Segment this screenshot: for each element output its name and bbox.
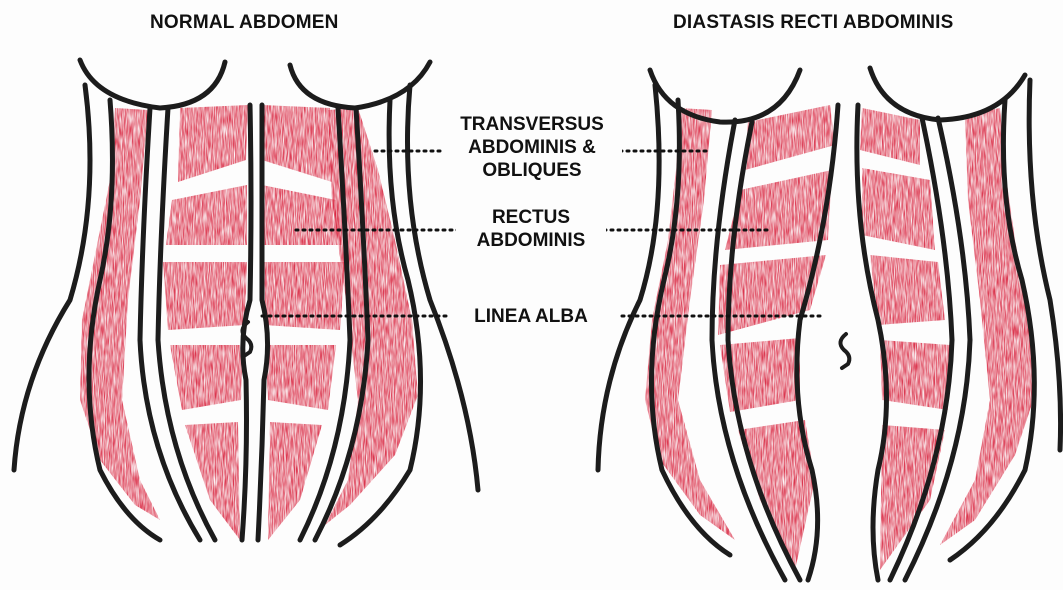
rectus-label-line-2: ABDOMINIS <box>456 229 606 252</box>
normal-rectus-left-band-2 <box>166 185 247 245</box>
normal-right-rectus-inner <box>258 105 268 540</box>
diastasis-title: DIASTASIS RECTI ABDOMINIS <box>673 12 954 34</box>
diastasis-navel-icon <box>840 334 849 368</box>
diastasis-rectus-right-band-4 <box>880 340 950 410</box>
normal-left-body-outline <box>14 85 90 470</box>
diastasis-rectus-right-band-1 <box>860 108 920 165</box>
normal-rectus-left-band-4 <box>170 345 243 410</box>
diastasis-rectus-left-band-3 <box>718 255 826 335</box>
normal-rectus-right-band-4 <box>266 345 336 410</box>
normal-abdomen-figure <box>14 60 478 545</box>
normal-ribcage-left-outline <box>80 60 225 108</box>
normal-rectus-right-band-1 <box>262 105 332 182</box>
diastasis-ribcage-left-outline <box>650 70 800 122</box>
rectus-label-line-1: RECTUS <box>456 206 606 229</box>
diastasis-figure <box>598 68 1061 580</box>
diastasis-rectus-right-band-3 <box>870 255 945 325</box>
transversus-label-line-3: OBLIQUES <box>442 159 622 182</box>
transversus-label-line-1: TRANSVERSUS <box>442 113 622 136</box>
diastasis-ribcage-right-outline <box>870 68 1025 120</box>
normal-rectus-left-band-1 <box>178 105 248 182</box>
normal-abdomen-title: NORMAL ABDOMEN <box>150 12 339 34</box>
normal-rectus-right-band-3 <box>262 262 345 330</box>
transversus-label-line-2: ABDOMINIS & <box>442 136 622 159</box>
normal-rectus-left-band-5 <box>185 422 240 540</box>
transversus-label: TRANSVERSUS ABDOMINIS & OBLIQUES <box>442 113 622 182</box>
linea-alba-label: LINEA ALBA <box>455 305 607 328</box>
rectus-label: RECTUS ABDOMINIS <box>456 206 606 252</box>
normal-rectus-right-band-5 <box>268 422 322 540</box>
normal-rectus-left-band-3 <box>163 262 247 330</box>
normal-rectus-right-band-2 <box>262 185 342 245</box>
diastasis-rectus-right-band-2 <box>862 168 935 250</box>
